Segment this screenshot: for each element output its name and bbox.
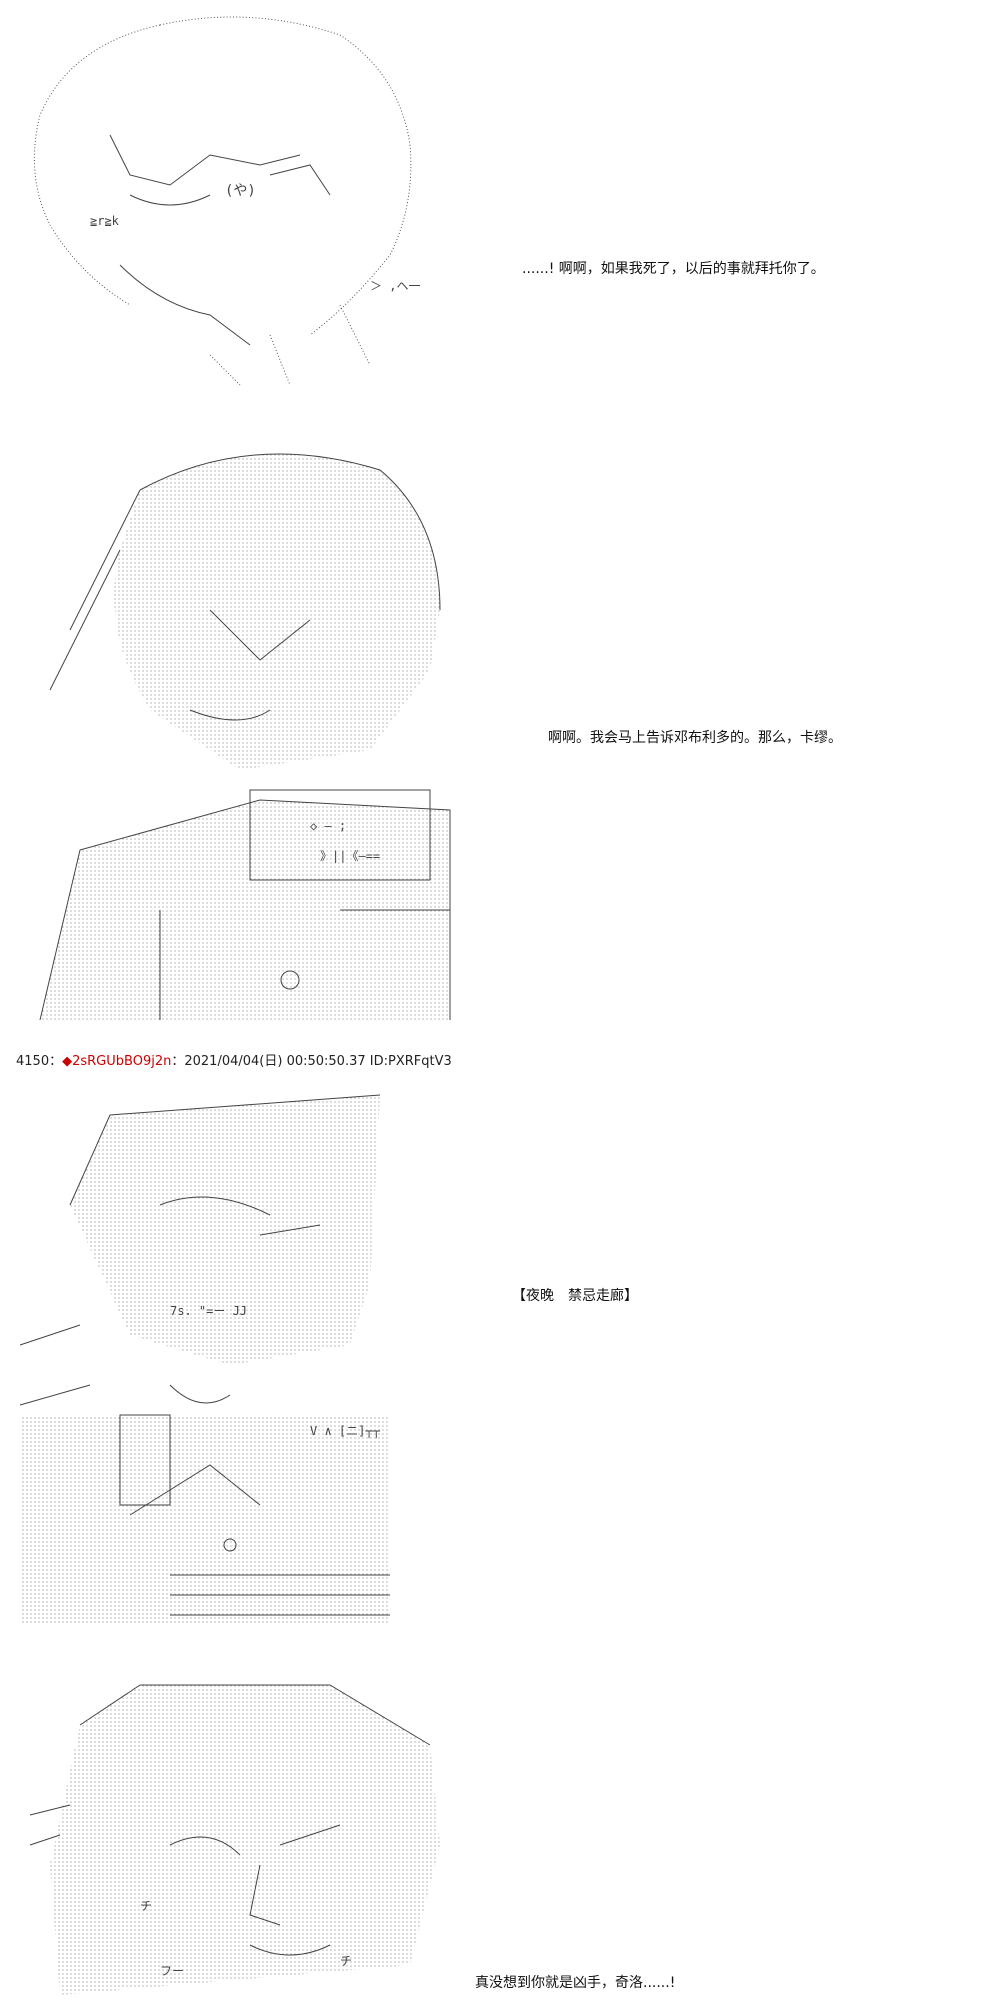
ascii-art-character-3: 7s. "=ー JJ V ∧ [ニ]┬┬ xyxy=(10,1085,490,1635)
poster-name-mark: ◆ xyxy=(62,1054,73,1069)
svg-text:チ: チ xyxy=(140,1899,152,1913)
ascii-art-character-4: チ チ フー xyxy=(10,1665,490,2000)
panel-1: (や) ≧r≧k ＞ ,ヘ一 ......! 啊啊，如果我死了，以后的事就拜托你… xyxy=(0,0,1000,400)
post-id[interactable]: ID:PXRFqtV3 xyxy=(369,1054,452,1069)
ascii-art-character-1: (や) ≧r≧k ＞ ,ヘ一 xyxy=(10,5,490,390)
ascii-art-character-2: ◇ — ; 》||《—== xyxy=(10,430,490,1025)
dialogue-text: 【夜晚 禁忌走廊】 xyxy=(512,1288,638,1304)
panel-4: チ チ フー 真没想到你就是凶手，奇洛......! xyxy=(0,1660,1000,2000)
ascii-art-drawing: チ チ フー xyxy=(29,1684,440,1995)
post-separator: ： xyxy=(49,1054,63,1069)
dialogue-text: 啊啊。我会马上告诉邓布利多的。那么，卡缪。 xyxy=(548,730,842,746)
ascii-art-drawing: (や) ≧r≧k ＞ ,ヘ一 xyxy=(33,16,420,386)
post-number: 4150 xyxy=(16,1054,50,1069)
panel-3: 7s. "=ー JJ V ∧ [ニ]┬┬ 【夜晚 禁忌走廊】 xyxy=(0,1080,1000,1640)
svg-text:チ: チ xyxy=(340,1954,352,1968)
post-header: 4150：◆2sRGUbBO9j2n：2021/04/04(日) 00:50:5… xyxy=(16,1050,452,1069)
svg-text:≧r≧k: ≧r≧k xyxy=(90,214,120,228)
post-datetime: 2021/04/04(日) 00:50:50.37 xyxy=(184,1054,366,1069)
svg-text:フー: フー xyxy=(160,1964,184,1978)
poster-name[interactable]: 2sRGUbBO9j2n xyxy=(72,1054,172,1069)
svg-text:＞ ,ヘ一: ＞ ,ヘ一 xyxy=(370,279,420,293)
ascii-art-drawing: 7s. "=ー JJ V ∧ [ニ]┬┬ xyxy=(19,1094,390,1625)
svg-text:》||《—==: 》||《—== xyxy=(320,849,380,863)
svg-text:(や): (や) xyxy=(225,183,256,199)
svg-text:V ∧ [ニ]┬┬: V ∧ [ニ]┬┬ xyxy=(310,1424,381,1438)
svg-text:7s. "=ー JJ: 7s. "=ー JJ xyxy=(170,1304,247,1318)
panel-2: ◇ — ; 》||《—== 啊啊。我会马上告诉邓布利多的。那么，卡缪。 xyxy=(0,420,1000,1030)
svg-text:◇ — ;: ◇ — ; xyxy=(310,819,346,833)
ascii-art-drawing: ◇ — ; 》||《—== xyxy=(39,453,451,1021)
post-colon: ： xyxy=(171,1054,185,1069)
dialogue-text: ......! 啊啊，如果我死了，以后的事就拜托你了。 xyxy=(522,261,825,277)
dialogue-text: 真没想到你就是凶手，奇洛......! xyxy=(475,1975,676,1991)
